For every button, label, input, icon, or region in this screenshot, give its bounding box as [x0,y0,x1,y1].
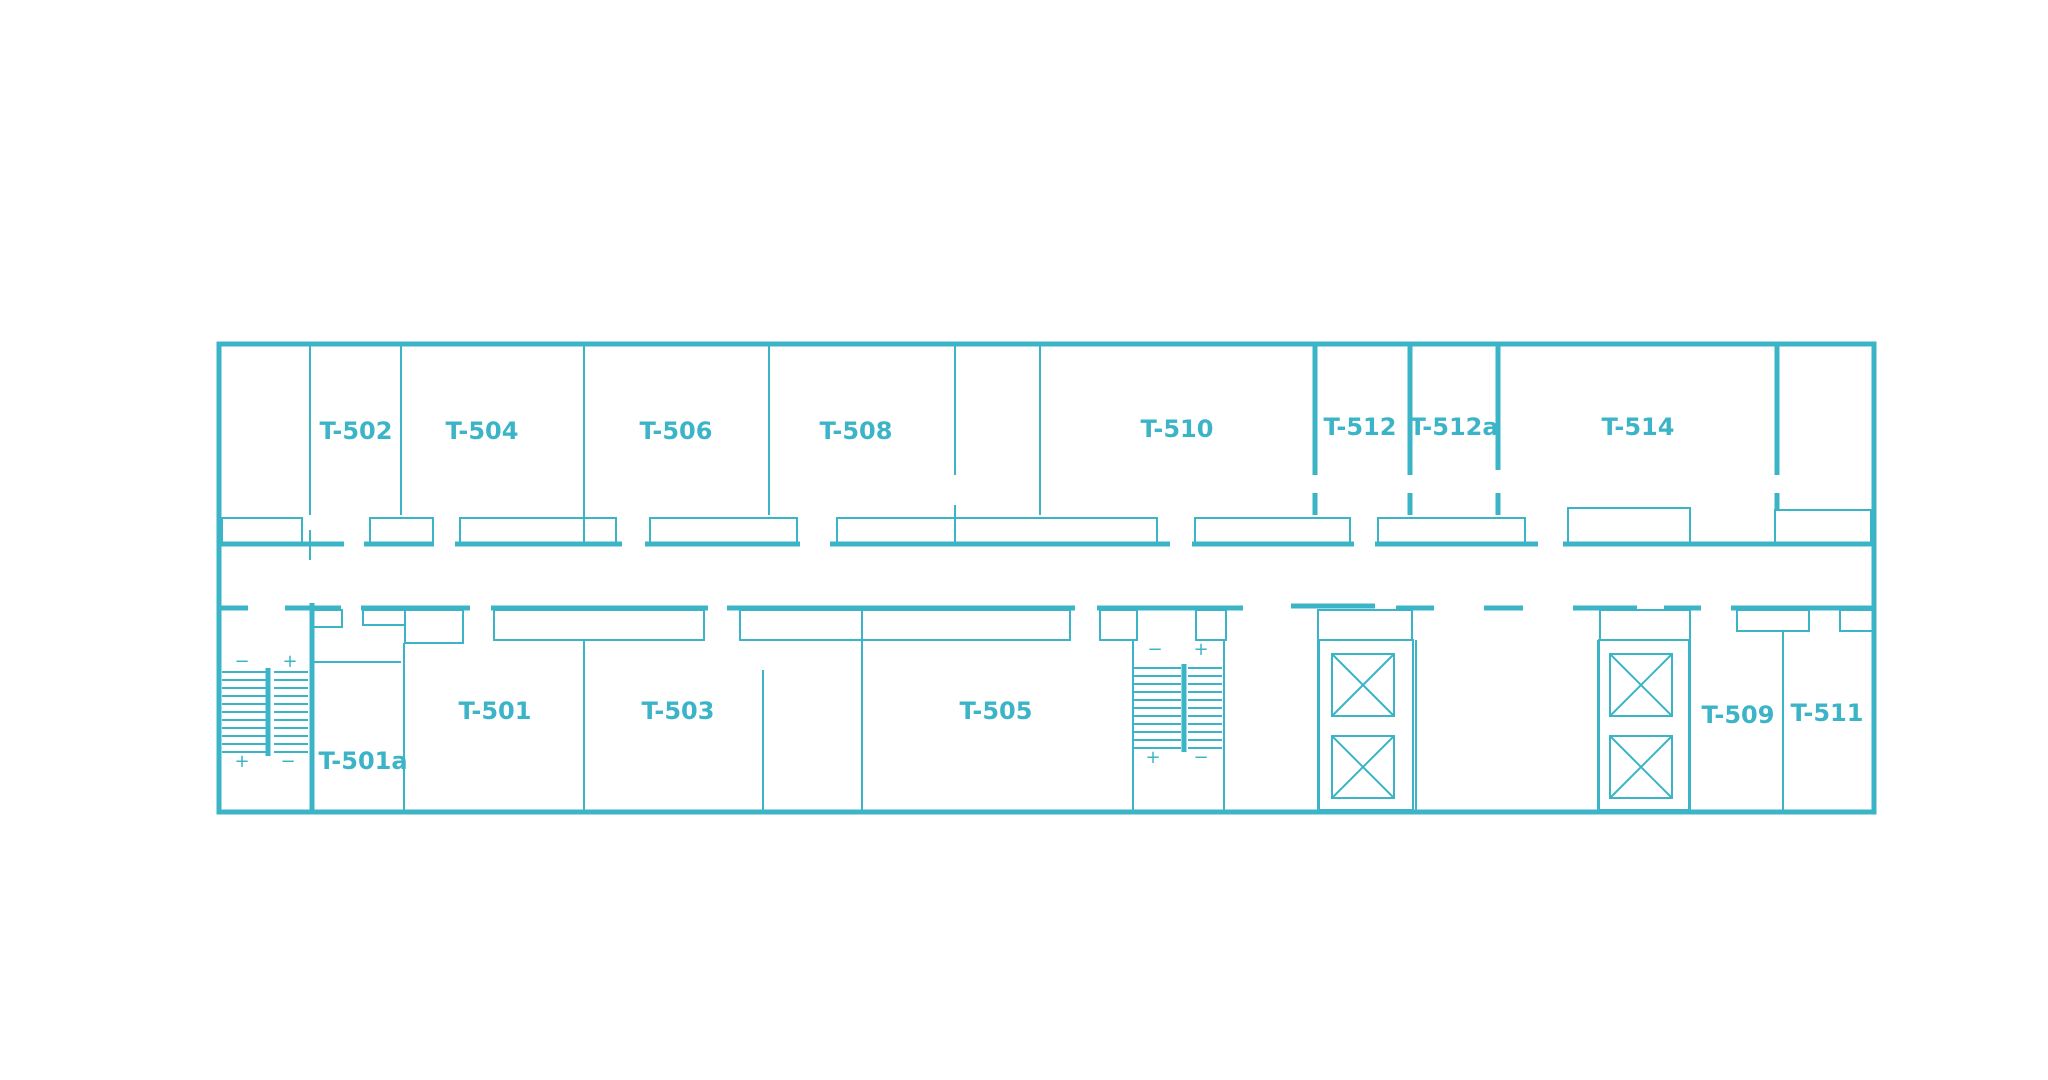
room-label-t510[interactable]: T-510 [1141,415,1214,443]
stairs-west [222,668,308,756]
room-label-t512[interactable]: T-512 [1324,413,1397,441]
stair-sign-minus: − [1147,639,1162,660]
bottom-room-labels: T-501 T-501a T-503 T-505 T-509 T-511 [318,697,1863,775]
room-label-t503[interactable]: T-503 [642,697,715,725]
room-label-t506[interactable]: T-506 [640,417,713,445]
room-label-t511[interactable]: T-511 [1791,699,1864,727]
stair-sign-plus: + [1193,639,1208,660]
room-label-t501a[interactable]: T-501a [318,747,407,775]
elevator-icon [1318,639,1690,811]
stair-sign-plus: + [282,651,297,672]
top-room-labels: T-502 T-504 T-506 T-508 T-510 T-512 T-51… [320,413,1675,445]
stairs-central [1133,664,1222,752]
room-label-t512a[interactable]: T-512a [1409,413,1498,441]
stair-sign-minus: − [1193,747,1208,768]
room-label-t509[interactable]: T-509 [1702,701,1775,729]
stair-sign-minus: − [280,751,295,772]
room-label-t505[interactable]: T-505 [960,697,1033,725]
room-label-t508[interactable]: T-508 [820,417,893,445]
stair-signs: − + + − − + + − [234,639,1208,772]
room-label-t514[interactable]: T-514 [1602,413,1675,441]
room-label-t502[interactable]: T-502 [320,417,393,445]
building-outline [216,341,1877,815]
room-label-t504[interactable]: T-504 [446,417,519,445]
stairs-icon [222,664,1222,756]
stair-sign-minus: − [234,651,249,672]
stair-sign-plus: + [1145,747,1160,768]
stair-sign-plus: + [234,751,249,772]
room-label-t501[interactable]: T-501 [459,697,532,725]
